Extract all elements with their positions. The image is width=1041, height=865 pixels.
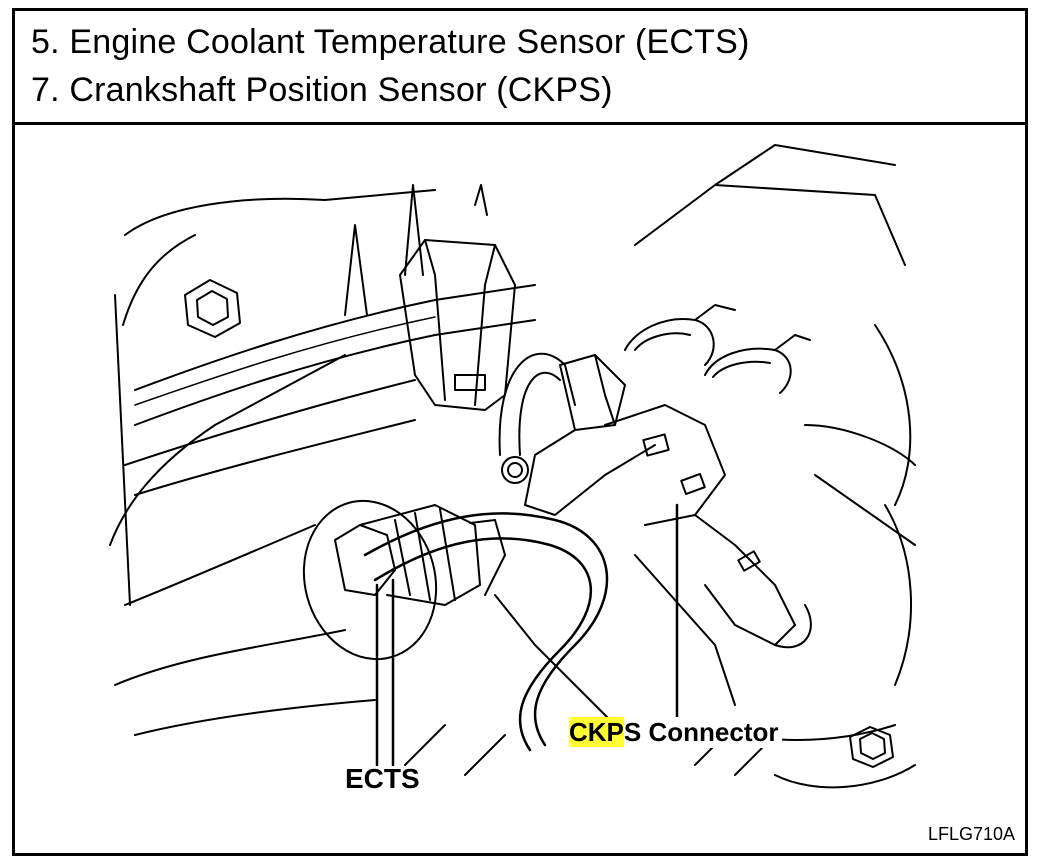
title-line-ects: 5. Engine Coolant Temperature Sensor (EC… — [31, 23, 750, 61]
ckps-label-highlight: CKP — [569, 717, 624, 747]
figure-frame: 5. Engine Coolant Temperature Sensor (EC… — [12, 8, 1028, 856]
figure-code: LFLG710A — [927, 824, 1015, 844]
engine-illustration: ECTS CKPS Connector LFLG710A — [15, 125, 1025, 853]
ckps-connector-label: CKPS Connector — [565, 717, 783, 748]
ects-label: ECTS — [345, 763, 420, 794]
engine-line-drawing — [109, 144, 916, 789]
figure-header: 5. Engine Coolant Temperature Sensor (EC… — [15, 11, 1025, 125]
title-line-ckps: 7. Crankshaft Position Sensor (CKPS) — [31, 71, 613, 109]
ckps-label-rest: S Connector — [623, 717, 779, 747]
